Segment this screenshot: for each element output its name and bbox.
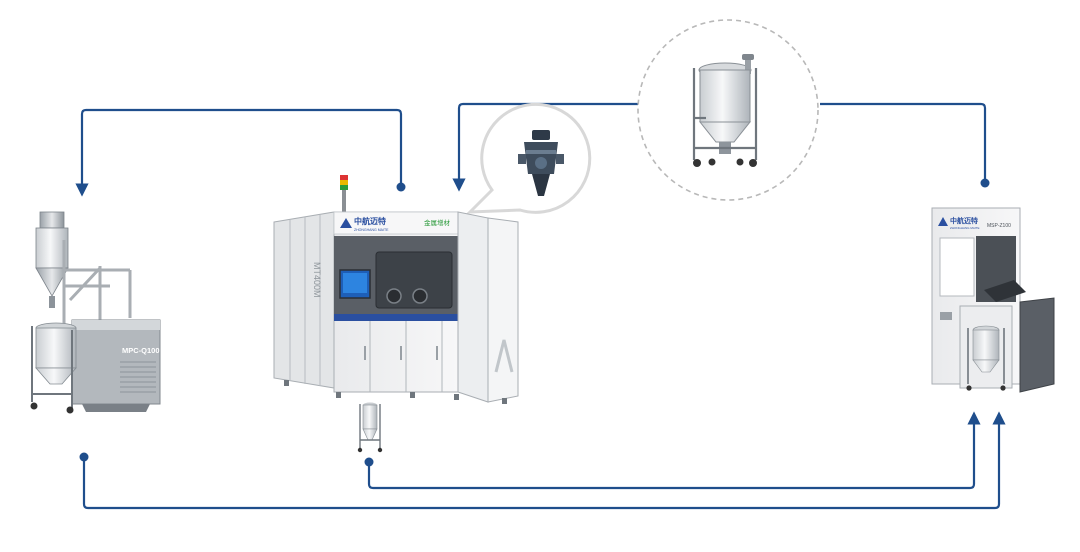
powder-processing-station-icon: MPC-Q100 xyxy=(30,211,161,414)
powder-sieving-station-icon: 中航迈特 ZHONGHANG MAITE MSP-Z100 xyxy=(931,207,1055,393)
flow-processor-to-sieving xyxy=(82,411,1006,510)
flow-printer-to-processor xyxy=(75,108,403,197)
printer-brand-sub: ZHONGHANG MAITE xyxy=(354,228,389,232)
transfer-tank-bubble xyxy=(637,19,819,201)
processor-model-label: MPC-Q100 xyxy=(122,346,160,355)
printer-brand-label: 中航迈特 xyxy=(354,216,386,226)
flow-lines xyxy=(75,102,1006,510)
metal-3d-printer-icon: MT400M 中航迈特 ZHONGHANG MAITE 金属增材 xyxy=(273,175,519,404)
flow-collection-to-sieving xyxy=(367,411,981,490)
flow-dot-processor xyxy=(79,452,89,462)
sieving-model-label: MSP-Z100 xyxy=(987,223,1011,229)
flow-dot-printer xyxy=(396,182,406,192)
flow-tank-to-sieving xyxy=(820,102,987,182)
printer-side-model: MT400M xyxy=(312,262,322,298)
flow-dot-collection xyxy=(364,457,374,467)
dosing-valve-icon xyxy=(518,130,564,196)
flow-endpoints xyxy=(79,178,990,467)
dosing-valve-bubble xyxy=(466,102,592,214)
collection-tank-icon xyxy=(357,402,383,453)
flow-dot-sieving xyxy=(980,178,990,188)
powder-transfer-tank-icon xyxy=(692,54,758,167)
sieving-brand-label: 中航迈特 xyxy=(950,216,978,225)
flow-tank-to-printer xyxy=(452,102,638,192)
printer-panel-label: 金属增材 xyxy=(424,218,451,227)
sieving-brand-sub: ZHONGHANG MAITE xyxy=(950,226,980,230)
